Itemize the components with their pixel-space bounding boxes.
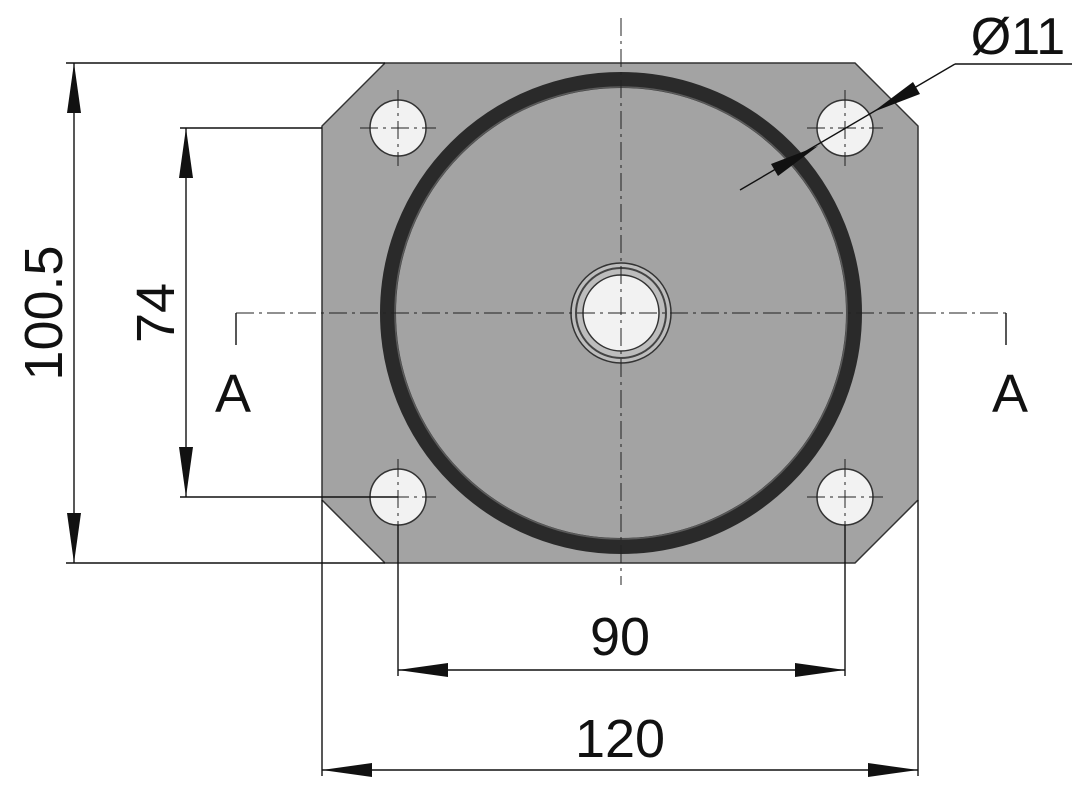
hole-diameter-leader: [739, 63, 1072, 191]
dimension-overall-width: [321, 500, 919, 777]
dimension-hole-spacing-x: [397, 525, 846, 677]
dimension-overall-height: [66, 62, 385, 564]
label-hole-spacing-y: 74: [126, 283, 186, 343]
label-overall-width: 120: [575, 709, 665, 769]
label-section-right: A: [992, 364, 1028, 424]
label-hole-diameter: Ø11: [971, 8, 1065, 66]
label-overall-height: 100.5: [14, 245, 74, 380]
label-hole-spacing-x: 90: [590, 607, 650, 667]
dimension-hole-spacing-y: [179, 127, 398, 498]
label-section-left: A: [215, 364, 251, 424]
